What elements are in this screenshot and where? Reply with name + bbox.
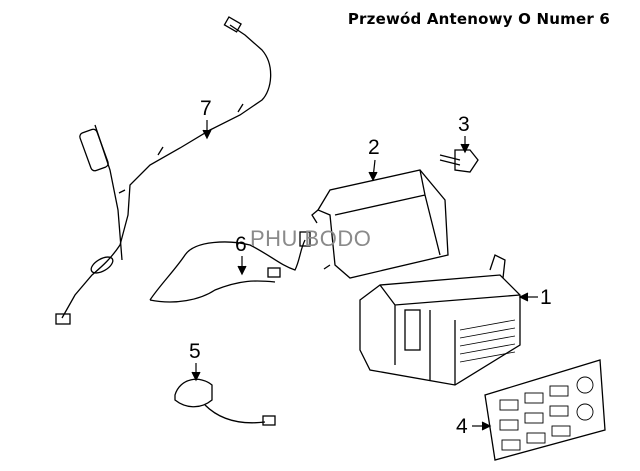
part-1-radio	[359, 254, 521, 386]
callout-6: 6	[235, 233, 247, 256]
part-3-bolt	[439, 149, 479, 173]
callout-arrows	[191, 120, 538, 431]
callout-4: 4	[456, 415, 468, 438]
callout-1: 1	[540, 286, 552, 309]
callout-3: 3	[458, 113, 470, 136]
callout-7: 7	[200, 97, 212, 120]
callout-5: 5	[189, 340, 201, 363]
diagram-title: Przewód Antenowy O Numer 6	[347, 10, 610, 28]
callout-2: 2	[368, 136, 380, 159]
part-7-harness	[55, 16, 272, 325]
part-2-display	[311, 169, 449, 279]
part-5-antenna	[174, 378, 276, 426]
part-6-cable	[149, 231, 311, 303]
part-4-control-panel	[484, 359, 606, 461]
watermark: PHU BODO	[250, 226, 372, 251]
